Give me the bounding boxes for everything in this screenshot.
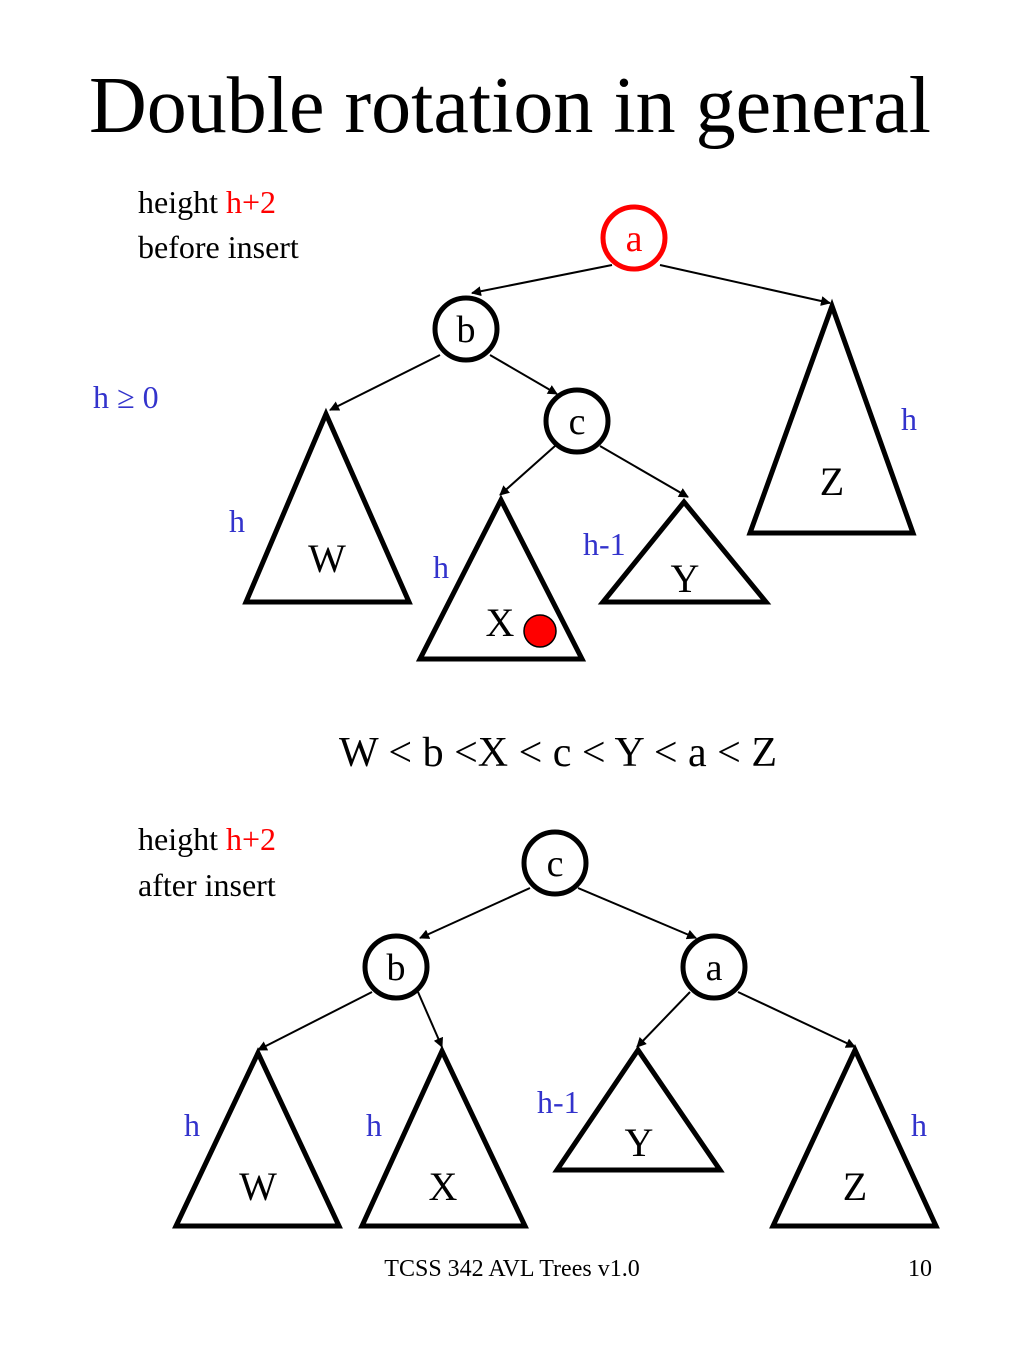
subtree-x-label: X (429, 1164, 458, 1209)
subtree-w-height: h (184, 1107, 200, 1143)
edge-c-b (419, 887, 531, 939)
after-height-value: h+2 (226, 821, 276, 857)
edge-c-x (499, 445, 556, 496)
edge-c-a (577, 887, 697, 940)
slide-title: Double rotation in general (89, 62, 931, 150)
edge-c-y (599, 445, 689, 498)
subtree-y-height: h-1 (583, 526, 626, 562)
node-b (432, 295, 500, 363)
before-caption: before insert (138, 229, 299, 265)
subtree-z (769, 1044, 940, 1229)
node-b-label: b (387, 947, 406, 989)
node-b (362, 933, 430, 1001)
subtree-w-height: h (229, 503, 245, 539)
footer-course: TCSS 342 AVL Trees v1.0 (384, 1256, 639, 1282)
edge-b-c (489, 354, 558, 395)
subtree-z-label: Z (820, 459, 844, 504)
node-b-label: b (457, 309, 476, 351)
before-height-word: height (138, 184, 218, 220)
subtree-z-height: h (911, 1107, 927, 1143)
edge-b-w (257, 991, 373, 1051)
node-c (521, 829, 589, 897)
subtree-y (597, 498, 772, 605)
subtree-w-label: W (239, 1164, 277, 1209)
after-caption: after insert (138, 867, 276, 903)
after-tree: height h+2 after insert W h X h Y h-1 Z … (138, 821, 940, 1229)
subtree-x-label: X (486, 600, 515, 645)
node-c-label: c (547, 843, 564, 885)
subtree-x-height: h (366, 1107, 382, 1143)
before-height-value: h+2 (226, 184, 276, 220)
edge-a-z (737, 991, 856, 1048)
subtree-y (552, 1045, 725, 1173)
subtree-z-label: Z (843, 1164, 867, 1209)
edge-b-x (417, 991, 443, 1048)
edge-a-z (659, 264, 831, 306)
subtree-w-label: W (308, 536, 346, 581)
node-a (680, 933, 748, 1001)
before-height-label: height h+2 (138, 184, 276, 220)
edge-a-b (471, 264, 613, 297)
h-constraint: h ≥ 0 (93, 379, 159, 415)
subtree-z-height: h (901, 401, 917, 437)
node-c (543, 387, 611, 455)
inserted-node-marker (523, 614, 557, 648)
subtree-x (358, 1045, 529, 1229)
node-a-highlighted (600, 204, 668, 272)
footer-page-number: 10 (908, 1256, 932, 1282)
before-tree: height h+2 before insert h ≥ 0 W h X h Y… (93, 184, 917, 662)
subtree-y-height: h-1 (537, 1084, 580, 1120)
edge-a-y (636, 991, 691, 1048)
after-height-word: height (138, 821, 218, 857)
subtree-w (242, 407, 413, 605)
ordering-invariant: W < b <X < c < Y < a < Z (339, 730, 777, 776)
node-a-label: a (626, 218, 643, 260)
edge-b-w (329, 354, 441, 411)
node-c-label: c (569, 401, 586, 443)
subtree-y-label: Y (625, 1120, 654, 1165)
subtree-w (172, 1047, 343, 1229)
subtree-x-height: h (433, 549, 449, 585)
subtree-z (746, 298, 917, 536)
node-a-label: a (706, 947, 723, 989)
after-height-label: height h+2 (138, 821, 276, 857)
subtree-y-label: Y (671, 556, 700, 601)
